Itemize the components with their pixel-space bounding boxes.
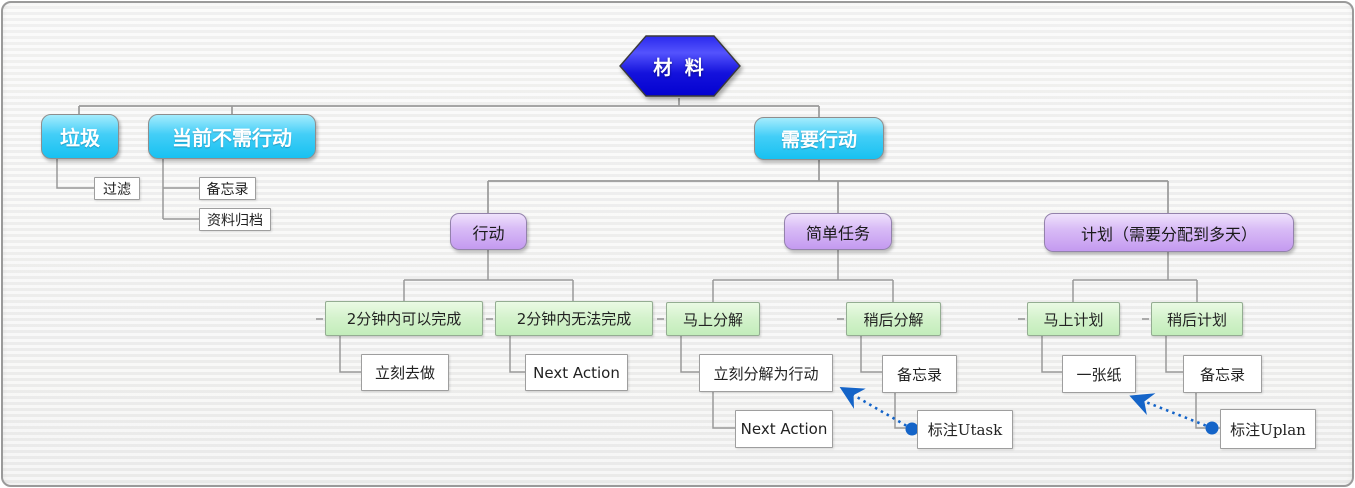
- node-not-action-now[interactable]: 当前不需行动: [148, 114, 316, 159]
- node-filter[interactable]: 过滤: [94, 177, 140, 200]
- hexagon-shape: [619, 35, 741, 97]
- node-decompose-to-actions[interactable]: 立刻分解为行动: [699, 354, 833, 392]
- node-beyond-2min[interactable]: 2分钟内无法完成: [486, 301, 653, 336]
- node-trash[interactable]: 垃圾: [41, 114, 119, 159]
- node-plan[interactable]: 计划（需要分配到多天）: [1044, 213, 1294, 252]
- node-simple-task[interactable]: 简单任务: [784, 213, 892, 250]
- node-do-immediately[interactable]: 立刻去做: [361, 354, 449, 391]
- node-label-utask[interactable]: 标注Utask: [917, 410, 1013, 449]
- node-label-uplan[interactable]: 标注Uplan: [1220, 409, 1316, 449]
- node-memo-plan[interactable]: 备忘录: [1183, 355, 1262, 393]
- node-memo-decompose[interactable]: 备忘录: [882, 355, 957, 393]
- node-action[interactable]: 行动: [450, 213, 527, 250]
- node-plan-later[interactable]: 稍后计划: [1142, 302, 1243, 336]
- node-next-action-2[interactable]: Next Action: [735, 410, 833, 448]
- node-root-label: 材 料: [653, 56, 707, 79]
- node-one-paper[interactable]: 一张纸: [1062, 355, 1136, 393]
- node-plan-now[interactable]: 马上计划: [1018, 302, 1120, 336]
- node-need-action[interactable]: 需要行动: [754, 117, 884, 160]
- node-next-action-1[interactable]: Next Action: [525, 354, 628, 391]
- node-memo-not-action[interactable]: 备忘录: [199, 177, 256, 200]
- node-decompose-later[interactable]: 稍后分解: [837, 302, 941, 336]
- node-within-2min[interactable]: 2分钟内可以完成: [316, 301, 483, 336]
- node-root[interactable]: 材 料: [619, 34, 741, 98]
- node-archive[interactable]: 资料归档: [199, 208, 271, 231]
- node-decompose-now[interactable]: 马上分解: [657, 302, 760, 336]
